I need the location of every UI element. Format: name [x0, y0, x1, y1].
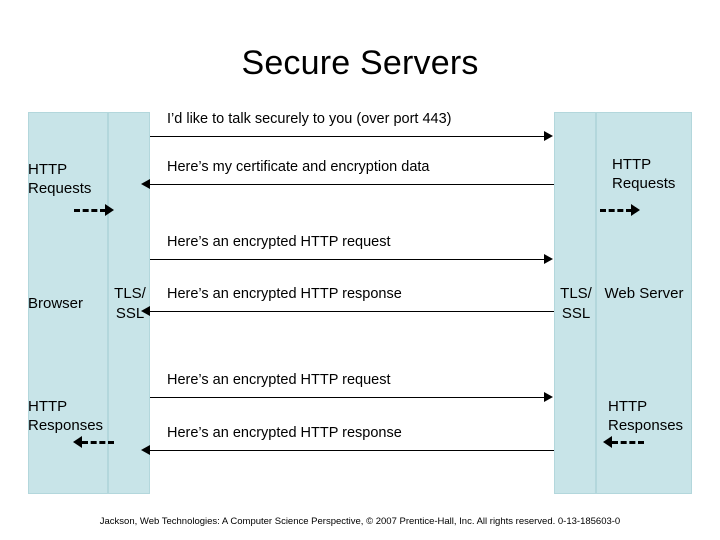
label-tls-client: TLS/ SSL: [114, 285, 146, 322]
arrowhead-responses-right-icon: [603, 436, 612, 448]
message-label-5: Here’s an encrypted HTTP request: [167, 372, 391, 388]
message-label-4: Here’s an encrypted HTTP response: [167, 286, 402, 302]
lifeline-tls-client: [108, 112, 150, 494]
message-line-1: [150, 136, 544, 137]
arrowhead-requests-left-icon: [105, 204, 114, 216]
label-http-requests-left: HTTP Requests: [28, 161, 92, 197]
arrowhead-requests-right-icon: [631, 204, 640, 216]
message-line-4: [150, 311, 554, 312]
message-line-2: [150, 184, 554, 185]
dashed-arrow-requests-left: [74, 209, 106, 212]
dashed-arrow-responses-right: [612, 441, 644, 444]
label-browser: Browser: [28, 295, 84, 312]
label-http-responses-left: HTTP Responses: [28, 398, 104, 434]
message-label-6: Here’s an encrypted HTTP response: [167, 425, 402, 441]
message-arrowhead-3-icon: [544, 254, 553, 264]
dashed-arrow-responses-left: [82, 441, 114, 444]
page-title: Secure Servers: [241, 44, 479, 82]
lifeline-web-server: [596, 112, 692, 494]
message-label-1: I’d like to talk securely to you (over p…: [167, 111, 452, 127]
arrowhead-responses-left-icon: [73, 436, 82, 448]
label-http-responses-right: HTTP Responses: [608, 398, 684, 434]
message-label-3: Here’s an encrypted HTTP request: [167, 234, 391, 250]
label-tls-server: TLS/ SSL: [560, 285, 592, 322]
slide-footer: Jackson, Web Technologies: A Computer Sc…: [99, 516, 621, 527]
message-line-6: [150, 450, 554, 451]
lifeline-tls-server: [554, 112, 596, 494]
message-line-3: [150, 259, 544, 260]
message-arrowhead-5-icon: [544, 392, 553, 402]
message-label-2: Here’s my certificate and encryption dat…: [167, 159, 430, 175]
message-arrowhead-1-icon: [544, 131, 553, 141]
message-arrowhead-6-icon: [141, 445, 150, 455]
label-web-server: Web Server: [604, 285, 684, 302]
label-http-requests-right: HTTP Requests: [612, 156, 676, 192]
lifeline-browser: [28, 112, 108, 494]
dashed-arrow-requests-right: [600, 209, 632, 212]
message-line-5: [150, 397, 544, 398]
message-arrowhead-4-icon: [141, 306, 150, 316]
message-arrowhead-2-icon: [141, 179, 150, 189]
